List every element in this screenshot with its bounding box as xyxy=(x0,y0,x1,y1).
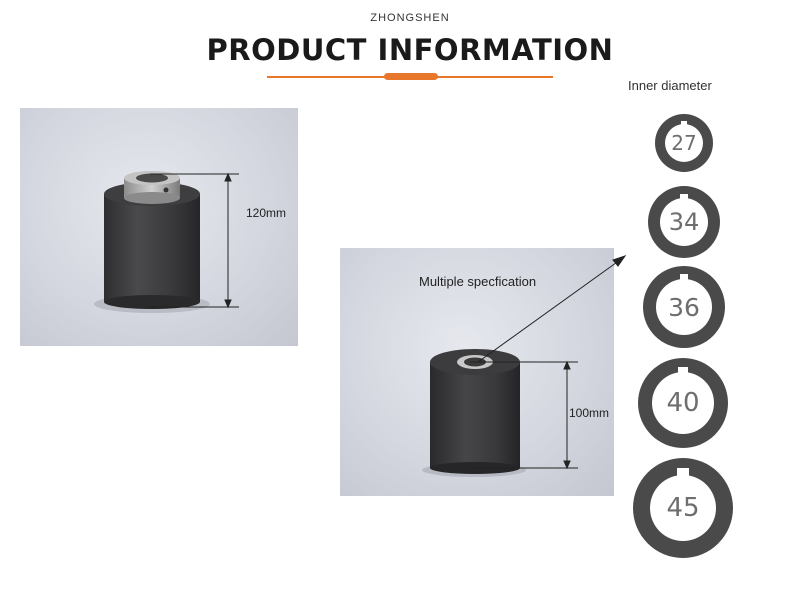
keyway-notch xyxy=(678,367,688,375)
keyway-notch xyxy=(677,468,689,477)
inner-diameter-ring-36: 36 xyxy=(643,266,725,348)
roller-illustration xyxy=(94,171,210,313)
inner-diameter-value: 45 xyxy=(650,475,716,541)
inner-diameter-value: 40 xyxy=(652,372,714,434)
page-title: PRODUCT INFORMATION xyxy=(206,33,614,67)
keyway-notch xyxy=(680,194,688,201)
multiple-spec-label: Multiple specfication xyxy=(419,274,537,289)
title-underline-left xyxy=(267,76,385,78)
height-label-small: 100mm xyxy=(569,406,610,420)
inner-diameter-value: 34 xyxy=(660,198,708,246)
inner-diameter-ring-34: 34 xyxy=(648,186,720,258)
brand-label: ZHONGSHEN xyxy=(370,12,450,24)
title-underline-accent xyxy=(384,73,438,80)
keyway-notch xyxy=(680,274,688,282)
inner-diameter-ring-27: 27 xyxy=(655,114,713,172)
height-label-large: 120mm xyxy=(246,206,287,220)
product-photo-small-roller xyxy=(340,248,614,496)
title-underline-right xyxy=(437,76,553,78)
inner-diameter-value: 27 xyxy=(665,124,703,162)
product-photo-large-roller xyxy=(20,108,298,346)
inner-diameter-ring-45: 45 xyxy=(633,458,733,558)
inner-diameter-ring-40: 40 xyxy=(638,358,728,448)
inner-diameter-value: 36 xyxy=(656,279,712,335)
inner-diameter-title: Inner diameter xyxy=(628,78,712,93)
